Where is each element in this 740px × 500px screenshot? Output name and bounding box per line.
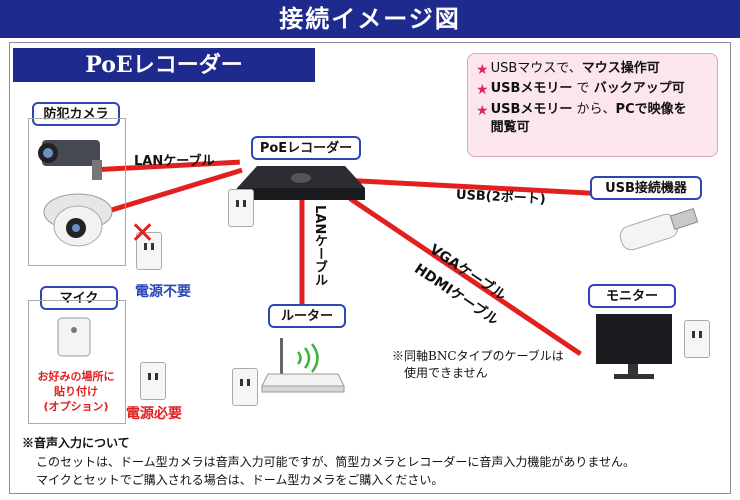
usb-stick-icon [619,208,699,251]
outlet-icon-mic [140,362,166,400]
camera-group-box [28,118,126,266]
recorder-icon [237,166,365,200]
mic-note-line-3: (オプション) [43,399,109,413]
mic-group-box [28,300,126,424]
lan-cable-label-2: LANケーブル [312,205,327,287]
mic-placement-note: お好みの場所に 貼り付け (オプション) [30,370,122,415]
dome-camera-icon [43,193,113,247]
outlet-icon-recorder [228,189,254,227]
footer-line-1: このセットは、ドーム型カメラは音声入力可能ですが、筒型カメラとレコーダーに音声入… [36,454,636,469]
footer-line-2: マイクとセットでご購入される場合は、ドーム型カメラをご購入ください。 [36,473,444,488]
router-icon [261,338,345,393]
note-row-3: ★ USBメモリー から、PCで映像を閲覧可 [476,101,709,139]
note-text-bold: PCで映像を [615,101,687,117]
power-not-needed-text: 電源不要 [135,284,191,300]
note-text: から、 [576,101,616,117]
camera-label: 防犯カメラ [32,102,120,126]
bnc-note: ※同軸BNCタイプのケーブルは 使用できません [392,348,564,383]
diagram-frame [9,42,731,494]
note-row-2: ★ USBメモリー で バックアップ可 [476,80,709,100]
note-text: で [576,81,590,97]
note-text: USBマウスで、 [490,61,582,76]
bullet-camera-icon [38,140,102,180]
lan-cable-label-1: LANケーブル [134,154,215,169]
power-needed-text: 電源必要 [126,406,182,422]
bnc-note-line-1: ※同軸BNCタイプのケーブルは [392,349,564,363]
note-text-bold: USBメモリー [490,81,573,97]
recorder-label: PoEレコーダー [251,136,361,160]
footer-heading: ※音声入力について [22,436,130,450]
audio-input-note: ※音声入力について このセットは、ドーム型カメラは音声入力可能ですが、筒型カメラ… [22,434,722,490]
note-text-bold: バックアップ可 [593,81,685,97]
outlet-icon-router [232,368,258,406]
usb-device-label: USB接続機器 [590,176,702,200]
note-text-bold: マウス操作可 [581,61,660,76]
monitor-icon [596,314,672,379]
star-icon: ★ [476,82,489,99]
outlet-icon-monitor [684,320,710,358]
note-text-bold: USBメモリー [490,101,573,117]
outlet-icon-unused [136,232,162,270]
lan-line-router [299,198,305,309]
mic-note-line-2: 貼り付け [54,384,98,398]
section-title: PoEレコーダー [13,48,315,82]
feature-notes: ★ USBマウスで、マウス操作可 ★ USBメモリー で バックアップ可 ★ U… [467,53,718,157]
note-row-1: ★ USBマウスで、マウス操作可 [476,60,709,80]
star-icon: ★ [476,62,489,78]
monitor-label: モニター [588,284,676,308]
bnc-note-line-2: 使用できません [404,366,488,381]
router-label: ルーター [268,304,346,328]
mic-note-line-1: お好みの場所に [37,370,115,383]
microphone-icon [57,317,91,357]
mic-label: マイク [40,286,118,310]
page-title: 接続イメージ図 [0,0,740,38]
no-power-x-icon: ✕ [130,216,156,251]
star-icon: ★ [476,102,489,119]
note-text-bold: 閲覧可 [490,120,530,136]
